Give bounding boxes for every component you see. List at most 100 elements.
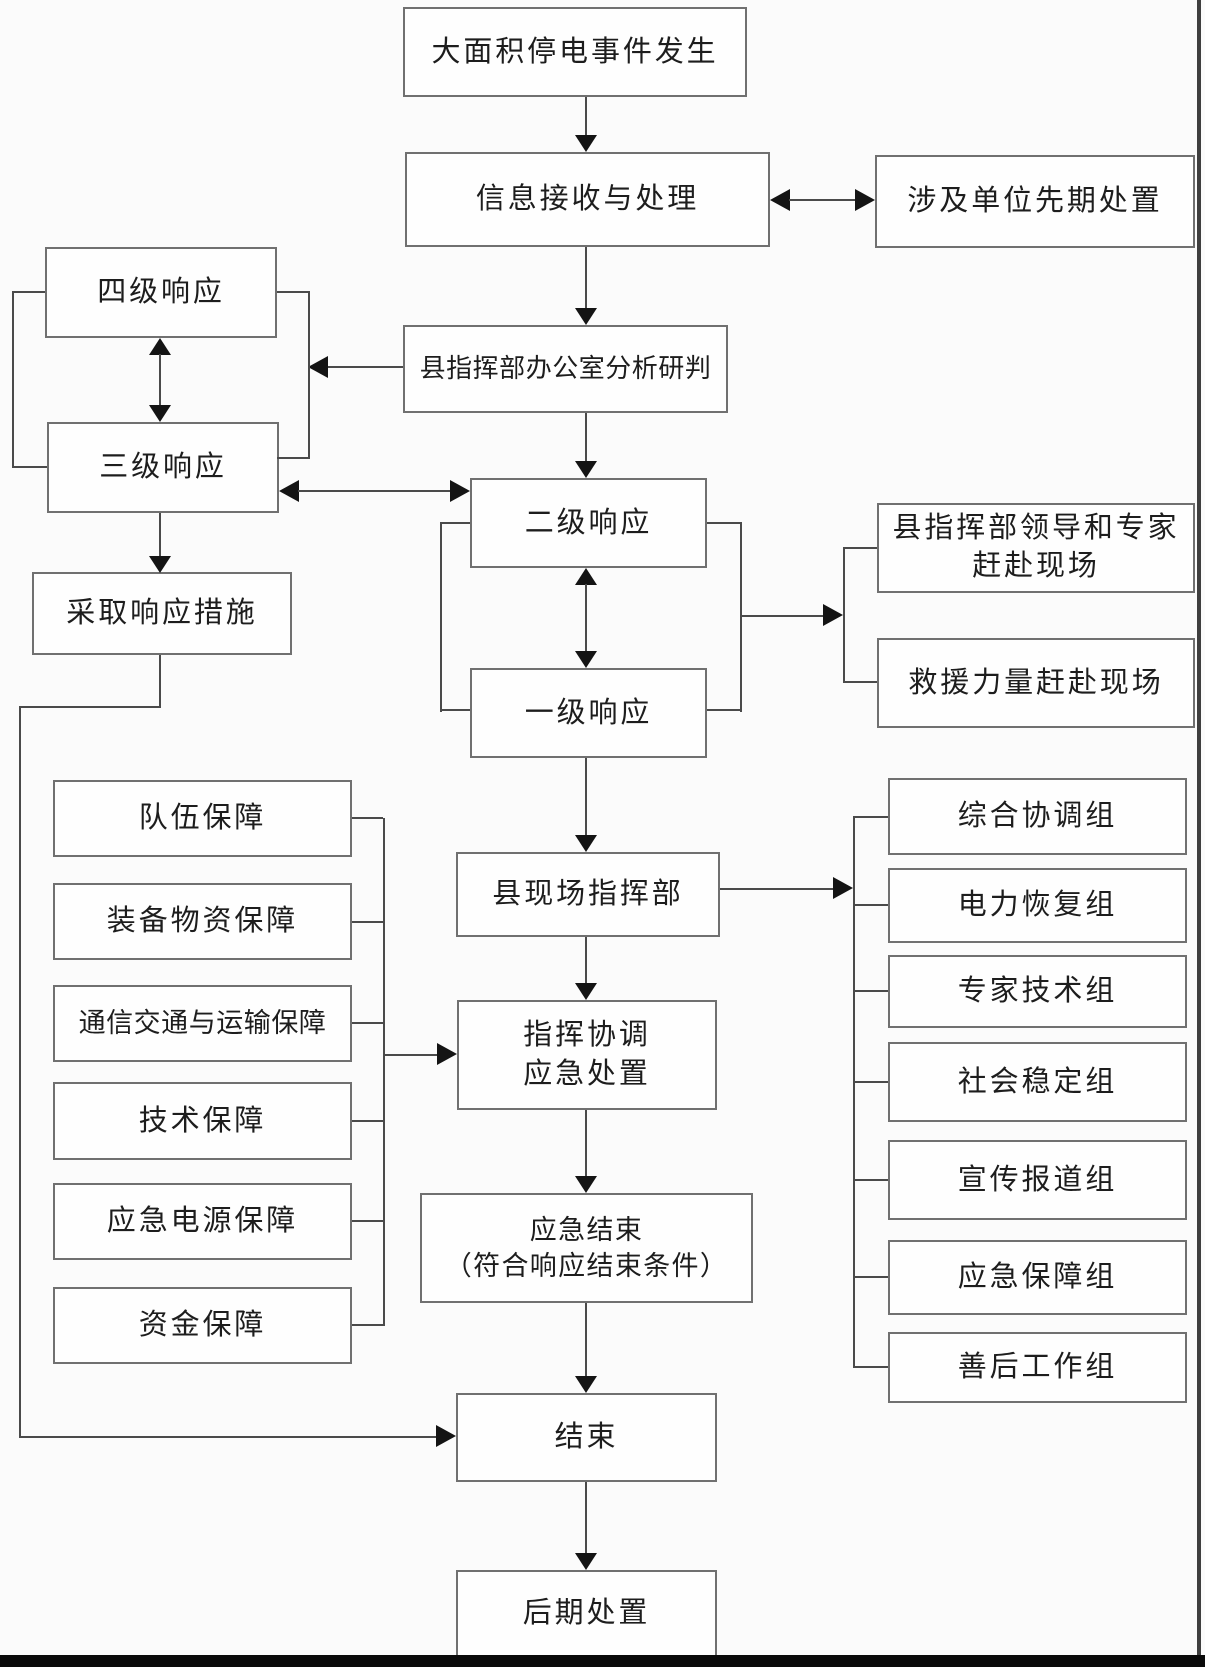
arrowhead-down [575, 835, 597, 852]
bracket-stub [352, 1324, 383, 1326]
arrowhead-down [575, 308, 597, 325]
connector-emergencyend-end [585, 1303, 587, 1377]
bracket-stub [277, 291, 310, 293]
node-level2: 二级响应 [470, 478, 707, 568]
connector-measures-end-vertical [19, 706, 21, 1437]
node-support-equipment: 装备物资保障 [53, 883, 352, 960]
connector-info-office [585, 247, 587, 309]
arrowhead-down [575, 461, 597, 478]
arrowhead-down [575, 1176, 597, 1193]
arrowhead-left [308, 356, 328, 378]
node-group-expert-tech: 专家技术组 [888, 955, 1187, 1028]
connector-level2-level1 [585, 584, 587, 652]
node-county-office: 县指挥部办公室分析研判 [403, 325, 728, 413]
bracket-stub [707, 522, 742, 524]
node-level3: 三级响应 [47, 422, 279, 513]
bracket-stub [440, 709, 470, 711]
connector-support-command [383, 1054, 443, 1056]
arrowhead-right [437, 1043, 457, 1065]
connector-info-involved [789, 199, 860, 201]
bracket-stub [440, 522, 470, 524]
node-level4: 四级响应 [45, 247, 277, 338]
node-event: 大面积停电事件发生 [403, 7, 747, 97]
page-right-border [1197, 0, 1201, 1667]
node-involved-units: 涉及单位先期处置 [875, 155, 1195, 248]
node-command-coordination: 指挥协调 应急处置 [457, 1000, 717, 1110]
arrowhead-right [833, 877, 853, 899]
bracket-stub [277, 457, 310, 459]
bracket-level21-left [440, 523, 442, 712]
node-group-coordination: 综合协调组 [888, 778, 1187, 855]
arrowhead-up [575, 568, 597, 585]
node-group-aftermath: 善后工作组 [888, 1332, 1187, 1403]
node-support-emergency-power: 应急电源保障 [53, 1183, 352, 1260]
connector-end-post [585, 1482, 587, 1554]
node-group-power-restore: 电力恢复组 [888, 868, 1187, 943]
connector-level3-measures [159, 513, 161, 558]
connector-levels-dispatch [740, 615, 829, 617]
bracket-stub [853, 1081, 888, 1083]
connector-sitehq-command [585, 937, 587, 984]
connector-level3-level2 [298, 490, 456, 492]
connector-sitehq-groups [720, 888, 839, 890]
arrowhead-down [575, 1376, 597, 1393]
node-emergency-end: 应急结束 （符合响应结束条件） [420, 1193, 753, 1303]
arrowhead-left [770, 189, 790, 211]
bracket-stub [352, 1120, 383, 1122]
connector-command-emergencyend [585, 1110, 587, 1177]
connector-level4-level3 [159, 354, 161, 407]
node-rescue-forces: 救援力量赶赴现场 [877, 638, 1195, 728]
bracket-stub [853, 816, 888, 818]
page-bottom-border [0, 1655, 1205, 1667]
connector-measures-elbow [19, 706, 161, 708]
connector-office-levels [326, 366, 403, 368]
bracket-stub [853, 990, 888, 992]
node-site-hq: 县现场指挥部 [456, 852, 720, 937]
connector-event-info [585, 97, 587, 136]
bracket-stub [352, 1022, 383, 1024]
bracket-stub [12, 466, 47, 468]
bracket-dispatch [843, 548, 845, 683]
node-support-comms-transport: 通信交通与运输保障 [53, 985, 352, 1062]
bracket-levels-left [12, 292, 14, 468]
arrowhead-right [855, 189, 875, 211]
bracket-stub [843, 547, 877, 549]
arrowhead-down [149, 405, 171, 422]
bracket-level21-right [740, 523, 742, 712]
bracket-stub [853, 1276, 888, 1278]
bracket-stub [12, 291, 45, 293]
node-end: 结束 [456, 1393, 717, 1482]
bracket-stub [853, 1179, 888, 1181]
arrowhead-left [279, 480, 299, 502]
arrowhead-down [575, 1553, 597, 1570]
connector-level1-sitehq [585, 758, 587, 836]
bracket-support [383, 818, 385, 1326]
node-group-publicity: 宣传报道组 [888, 1140, 1187, 1220]
bracket-stub [853, 904, 888, 906]
arrowhead-down [575, 651, 597, 668]
node-support-funds: 资金保障 [53, 1287, 352, 1364]
bracket-groups [853, 817, 855, 1368]
bracket-stub [352, 1220, 383, 1222]
arrowhead-down [149, 556, 171, 573]
node-group-emergency-support: 应急保障组 [888, 1240, 1187, 1315]
node-info-processing: 信息接收与处理 [405, 152, 770, 247]
bracket-stub [352, 921, 383, 923]
node-support-team: 队伍保障 [53, 780, 352, 857]
arrowhead-right [450, 480, 470, 502]
arrowhead-down [575, 135, 597, 152]
bracket-stub [853, 1366, 888, 1368]
bracket-stub [707, 709, 742, 711]
node-group-social-stability: 社会稳定组 [888, 1042, 1187, 1122]
arrowhead-down [575, 983, 597, 1000]
arrowhead-up [149, 338, 171, 355]
node-post-disposal: 后期处置 [456, 1570, 717, 1657]
node-support-technical: 技术保障 [53, 1082, 352, 1160]
node-response-measures: 采取响应措施 [32, 572, 292, 655]
bracket-stub [352, 817, 383, 819]
arrowhead-right [436, 1425, 456, 1447]
connector-office-level2 [585, 413, 587, 462]
arrowhead-right [823, 604, 843, 626]
node-leaders-experts: 县指挥部领导和专家 赶赴现场 [877, 503, 1195, 593]
